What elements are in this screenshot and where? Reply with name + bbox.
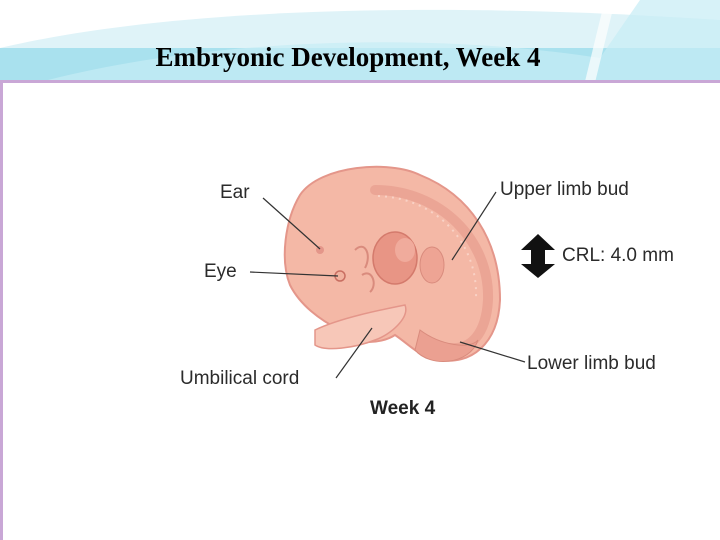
- label-crl: CRL: 4.0 mm: [562, 245, 674, 266]
- crl-arrow-icon: [521, 234, 555, 278]
- label-week: Week 4: [370, 398, 436, 419]
- umbilical-leader-line: [335, 327, 373, 379]
- label-upper-limb-bud: Upper limb bud: [500, 179, 629, 200]
- label-ear: Ear: [220, 182, 250, 203]
- label-eye: Eye: [204, 261, 237, 282]
- ear-leader-line: [262, 197, 321, 250]
- upper-limb-leader-line: [451, 191, 497, 261]
- header-band: [0, 0, 720, 84]
- left-accent-border: [0, 82, 3, 540]
- lower-limb-leader-line: [459, 341, 526, 363]
- label-lower-limb-bud: Lower limb bud: [527, 353, 656, 374]
- slide-title: Embryonic Development, Week 4: [155, 42, 541, 72]
- label-umbilical-cord: Umbilical cord: [180, 368, 300, 389]
- eye-leader-line: [249, 271, 339, 277]
